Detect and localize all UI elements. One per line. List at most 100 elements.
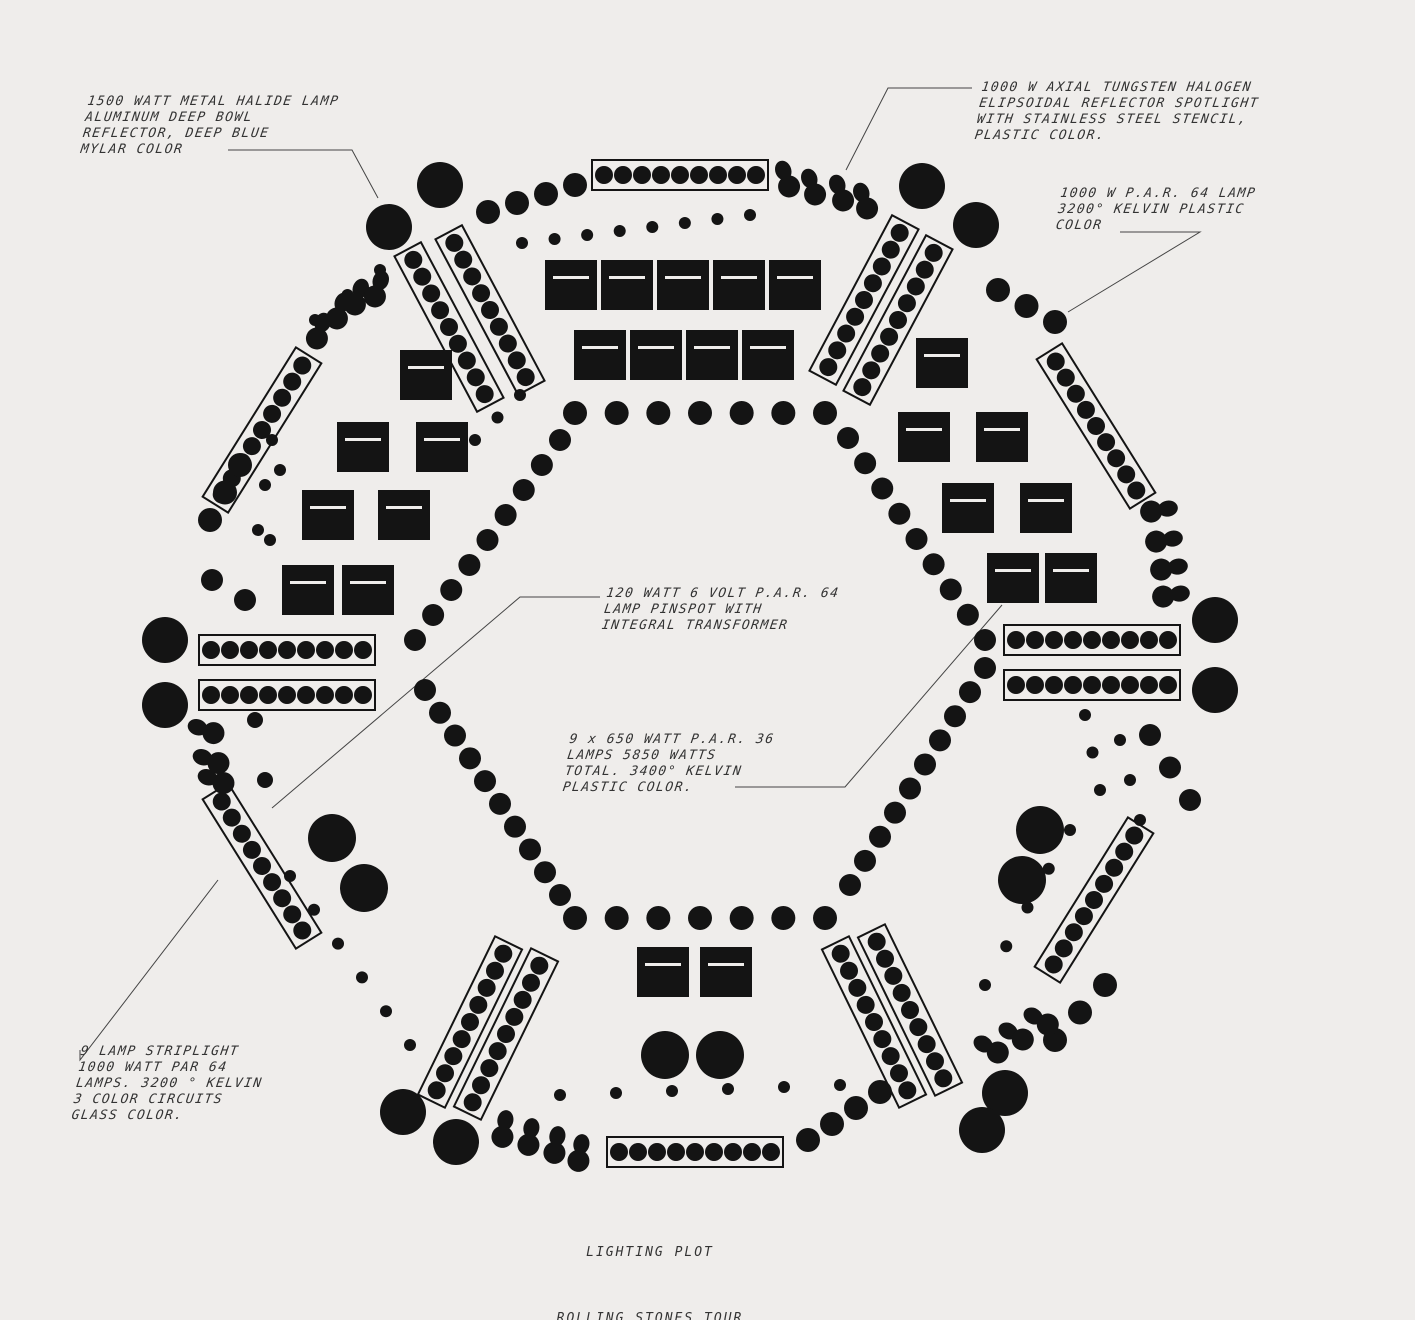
striplight-lamp [1083,676,1101,694]
ellipsoidal-spotlight [192,749,230,775]
striplight-frame [393,240,505,414]
par64-lamp [813,401,837,425]
striplight-frame [856,922,964,1098]
striplight-lamp [1026,676,1044,694]
striplight-lamp [762,1143,780,1161]
striplight-lamp [865,1013,883,1031]
striplight-lamp [724,1143,742,1161]
par36-fixture [769,260,821,310]
par64-lamp [505,191,529,215]
pinspot-lamp [722,1083,734,1095]
striplight-lamp [831,944,850,963]
striplight-lamp [293,356,312,375]
par36-fixture [302,490,354,540]
striplight-lamp [436,1064,455,1083]
par64-lamp [688,401,712,425]
spotlight-body [801,168,818,189]
par64-lamp [884,801,906,824]
par64-lamp [899,777,921,800]
par64-lamp [604,401,629,425]
pinspot-lamp [1079,709,1091,721]
pinspot-lamp [516,237,528,249]
metal-halide-lamp [433,1119,479,1165]
par36-fixture-slot [645,963,681,966]
par36-fixture [942,483,994,533]
striplight-lamp [448,334,467,353]
par36-fixture [337,422,389,472]
striplight-lamp [747,166,765,184]
spotlight-body [567,1149,590,1172]
striplight-lamp [934,1069,953,1088]
par64-lamp [729,401,754,425]
par64-lamp [201,569,223,591]
pinspot-lamp [711,213,724,225]
par36-fixture-slot [350,581,386,584]
spotlight-body [192,749,213,766]
striplight-lamp [444,1047,463,1066]
metal-halide-lamp [953,202,999,248]
striplight-lamp [481,301,499,319]
par36-fixture-slot [345,438,381,441]
par64-lamp [604,906,629,930]
striplight-lamp [880,327,899,346]
striplight-frame [591,159,769,191]
par64-lamp [1159,756,1181,779]
striplight-lamp [232,824,251,843]
pinspot-lamp [264,534,276,546]
striplight-lamp [1121,676,1139,694]
par36-fixture [987,553,1039,603]
striplight-frame [1003,669,1181,701]
striplight-frame [820,934,928,1110]
striplight-lamp [709,166,727,184]
par64-lamp [729,906,754,930]
par64-lamp [512,479,535,501]
striplight-lamp [253,421,271,439]
metal-halide-lamp [1192,597,1238,643]
striplight-lamp [498,334,517,353]
striplight-frame [434,223,546,397]
striplight-lamp [1105,858,1124,877]
par64-lamp [869,825,891,848]
striplight-lamp [463,267,482,286]
striplight-lamp [881,1047,900,1066]
ellipsoidal-spotlight [567,1134,590,1172]
par64-lamp [922,553,945,576]
par64-lamp [440,579,463,601]
par36-fixture-slot [1053,569,1089,572]
par64-lamp [414,679,436,701]
pinspot-lamp [1114,734,1126,746]
par36-fixture [574,330,626,380]
par36-fixture [601,260,653,310]
par36-fixture-slot [290,581,326,584]
par64-lamp [1068,1000,1092,1025]
striplight-lamp [1064,923,1083,942]
striplight-lamp [743,1143,761,1161]
par64-lamp [494,504,517,526]
par36-fixture [342,565,394,615]
par36-fixture [742,330,794,380]
par36-fixture-slot [386,506,422,509]
par64-lamp [1093,973,1117,997]
striplight-lamp [293,921,312,940]
spotlight-body [986,1041,1009,1064]
par36-fixture-slot [1028,499,1064,502]
metal-halide-lamp [982,1070,1028,1116]
pinspot-lamp [1064,824,1076,836]
spotlight-body [1036,1013,1059,1036]
ellipsoidal-spotlight [1152,585,1190,608]
striplight-lamp [242,840,261,859]
spotlight-body [517,1133,540,1156]
leader-line-par36 [735,604,1003,788]
striplight-lamp [633,166,651,184]
par36-fixture [637,947,689,997]
striplight-lamp [884,966,903,985]
striplight-lamp [457,351,476,370]
pinspot-lamp [1000,940,1013,953]
ellipsoidal-spotlight [775,160,801,198]
par64-lamp [854,452,877,475]
par64-lamp [959,681,981,704]
striplight-frame [606,1136,784,1168]
striplight-lamp [648,1143,666,1161]
striplight-lamp [909,1018,928,1037]
striplight-lamp [1125,826,1144,845]
